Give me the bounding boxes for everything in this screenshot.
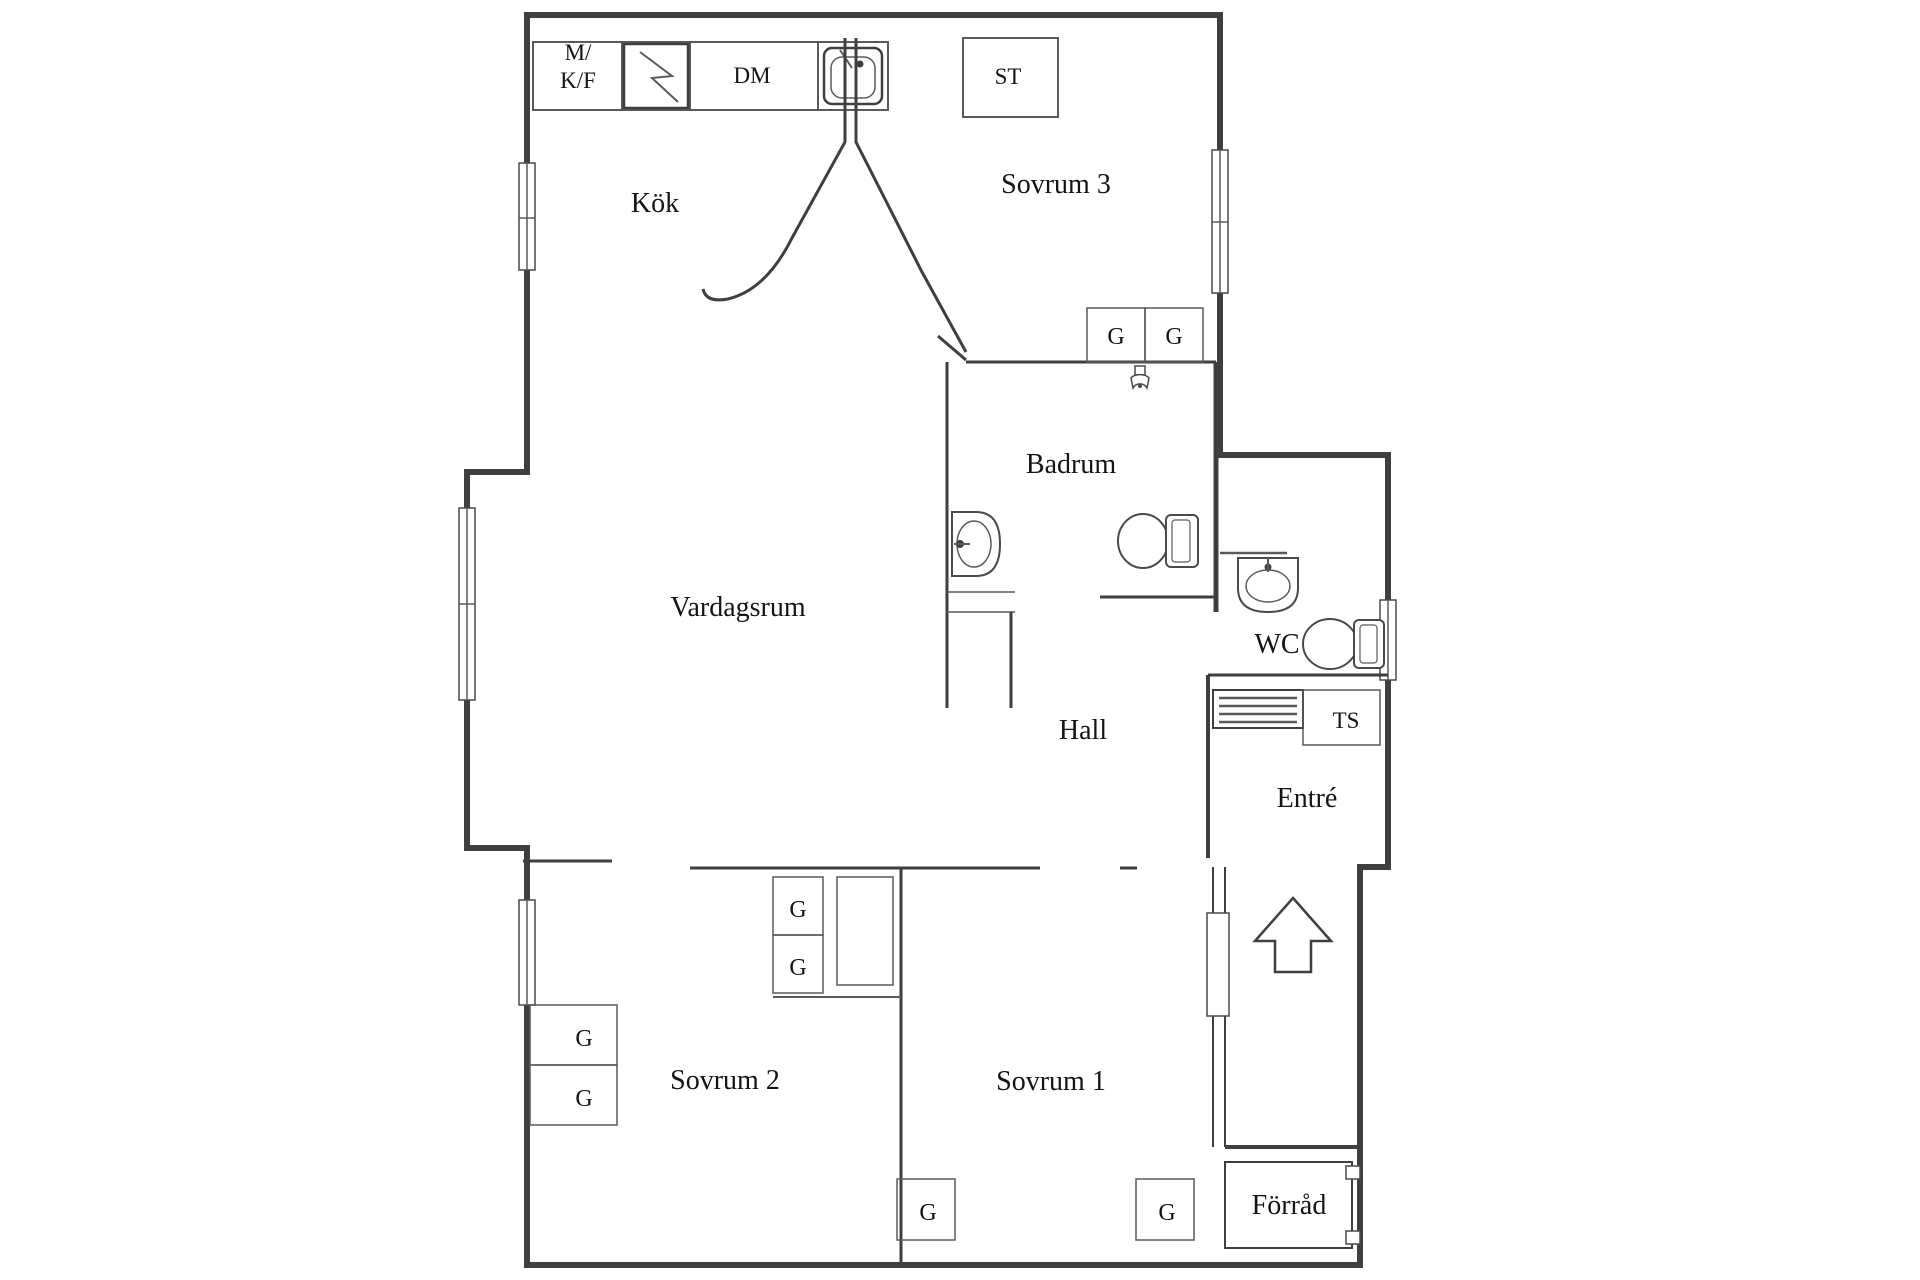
entrance-arrow-icon bbox=[1252, 896, 1334, 974]
drying-cabinet-label: TS bbox=[1333, 708, 1360, 733]
fridge-label-line1: M/ bbox=[565, 40, 592, 65]
bottom-walls bbox=[523, 859, 1360, 1265]
windows bbox=[458, 149, 1397, 1006]
shower-icon bbox=[1130, 365, 1150, 391]
wardrobe-label: G bbox=[575, 1026, 592, 1052]
wardrobe-label: G bbox=[1165, 324, 1182, 350]
room-label-bedroom1: Sovrum 1 bbox=[996, 1066, 1106, 1097]
room-label-hall: Hall bbox=[1059, 715, 1107, 746]
room-label-bedroom3: Sovrum 3 bbox=[1001, 169, 1111, 200]
cleaning-closet-label: ST bbox=[995, 64, 1022, 89]
kitchen-sink-icon bbox=[822, 46, 884, 106]
cleaning-closet-box bbox=[962, 37, 1059, 118]
wardrobe-label: G bbox=[575, 1086, 592, 1112]
door-icon bbox=[937, 334, 967, 362]
bathroom-toilet-icon bbox=[1117, 513, 1199, 569]
stove-icon bbox=[622, 42, 690, 110]
window-icon bbox=[518, 162, 536, 271]
wardrobe-label: G bbox=[919, 1200, 936, 1226]
wardrobe-label: G bbox=[1107, 324, 1124, 350]
room-label-living-room: Vardagsrum bbox=[670, 592, 806, 623]
room-label-bedroom2: Sovrum 2 bbox=[670, 1065, 780, 1096]
bedroom1-wardrobes bbox=[896, 1178, 1195, 1241]
room-label-entry: Entré bbox=[1277, 783, 1338, 814]
wardrobe-label: G bbox=[789, 897, 806, 923]
bedroom3-wardrobes bbox=[1086, 307, 1204, 363]
window-icon bbox=[458, 507, 476, 701]
wc-walls bbox=[1206, 551, 1388, 858]
room-label-storage: Förråd bbox=[1252, 1190, 1327, 1221]
ts-cabinet-box bbox=[1302, 689, 1381, 746]
room-label-bathroom: Badrum bbox=[1026, 449, 1116, 480]
exterior-walls bbox=[464, 12, 1391, 1268]
wc-sink-icon bbox=[1237, 557, 1299, 614]
room-label-wc: WC bbox=[1254, 629, 1299, 660]
bedroom2-wardrobes-middle bbox=[772, 876, 901, 998]
wardrobe-label: G bbox=[1158, 1200, 1175, 1226]
door-icon bbox=[1206, 912, 1230, 1017]
storage-room bbox=[1224, 1161, 1361, 1249]
wardrobe-label: G bbox=[789, 955, 806, 981]
kitchen-counter bbox=[532, 41, 889, 111]
window-icon bbox=[1211, 149, 1229, 294]
dishwasher-label: DM bbox=[733, 63, 770, 88]
bathroom-sink-icon bbox=[951, 511, 1002, 577]
wc-toilet-icon bbox=[1302, 618, 1385, 670]
bedroom2-wardrobes-left bbox=[529, 1004, 618, 1126]
window-icon bbox=[518, 899, 536, 1006]
interior-walls-top bbox=[701, 38, 1216, 364]
bathroom-walls bbox=[945, 362, 1219, 708]
fridge-label-line2: K/F bbox=[560, 68, 596, 93]
drying-cabinet-icon bbox=[1212, 689, 1304, 729]
room-label-kitchen: Kök bbox=[631, 188, 679, 219]
